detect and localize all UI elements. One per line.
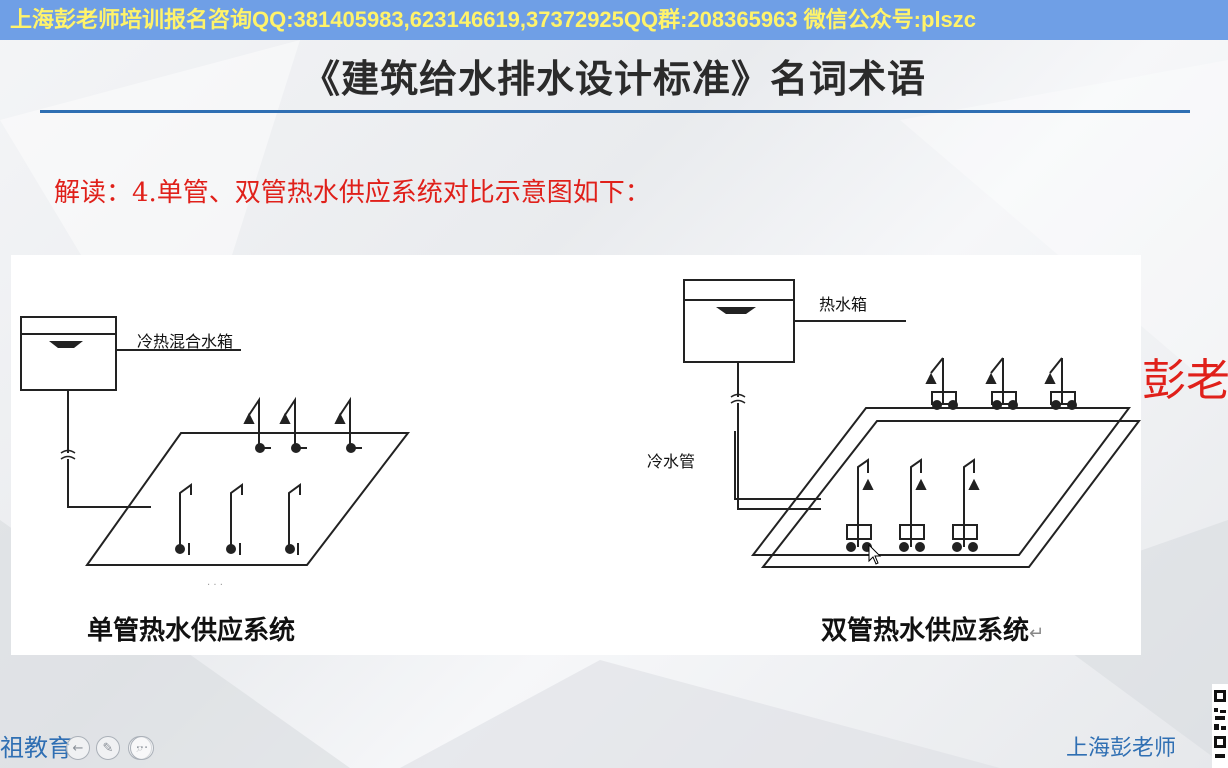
more-icon[interactable]: ··· [130, 736, 154, 760]
pen-icon[interactable]: ✎ [96, 736, 120, 760]
footer-brand-right: 上海彭老师 [1066, 736, 1177, 761]
hot-water-tank [683, 279, 795, 363]
back-fixtures-left [243, 396, 362, 453]
back-fixtures-right [925, 357, 1077, 410]
return-mark-icon: ↵ [1029, 623, 1045, 644]
qr-code-icon [1212, 684, 1228, 768]
hot-tank-label: 热水箱 [819, 295, 868, 314]
top-banner: 上海彭老师培训报名咨询QQ:381405983,623146619,373729… [0, 0, 1228, 40]
svg-text:. . .: . . . [207, 577, 223, 588]
back-arrow-icon[interactable]: ← [66, 736, 90, 760]
mouse-cursor-icon [868, 544, 882, 565]
single-pipe-diagram: . . . [20, 316, 411, 588]
slide-title: 《建筑给水排水设计标准》名词术语 [301, 57, 926, 101]
comparison-figure: . . . [11, 255, 1141, 655]
mixed-water-tank [20, 316, 117, 391]
system-diagrams: . . . [20, 279, 1141, 588]
title-divider [40, 110, 1190, 113]
double-pipe-diagram [683, 279, 1141, 568]
front-fixtures-right [846, 458, 980, 552]
footer-brand-left: 祖教育 [0, 734, 72, 762]
mixed-tank-label: 冷热混合水箱 [137, 332, 234, 351]
double-pipe-caption: 双管热水供应系统↵ [821, 610, 1044, 647]
watermark-text: 彭老 [1142, 355, 1228, 406]
slide-subtitle: 解读：4.单管、双管热水供应系统对比示意图如下： [54, 178, 651, 208]
front-fixtures-left [175, 483, 301, 555]
single-pipe-caption: 单管热水供应系统 [87, 616, 296, 646]
double-pipe-caption-text: 双管热水供应系统 [821, 616, 1030, 646]
cold-pipe-label: 冷水管 [647, 452, 696, 471]
